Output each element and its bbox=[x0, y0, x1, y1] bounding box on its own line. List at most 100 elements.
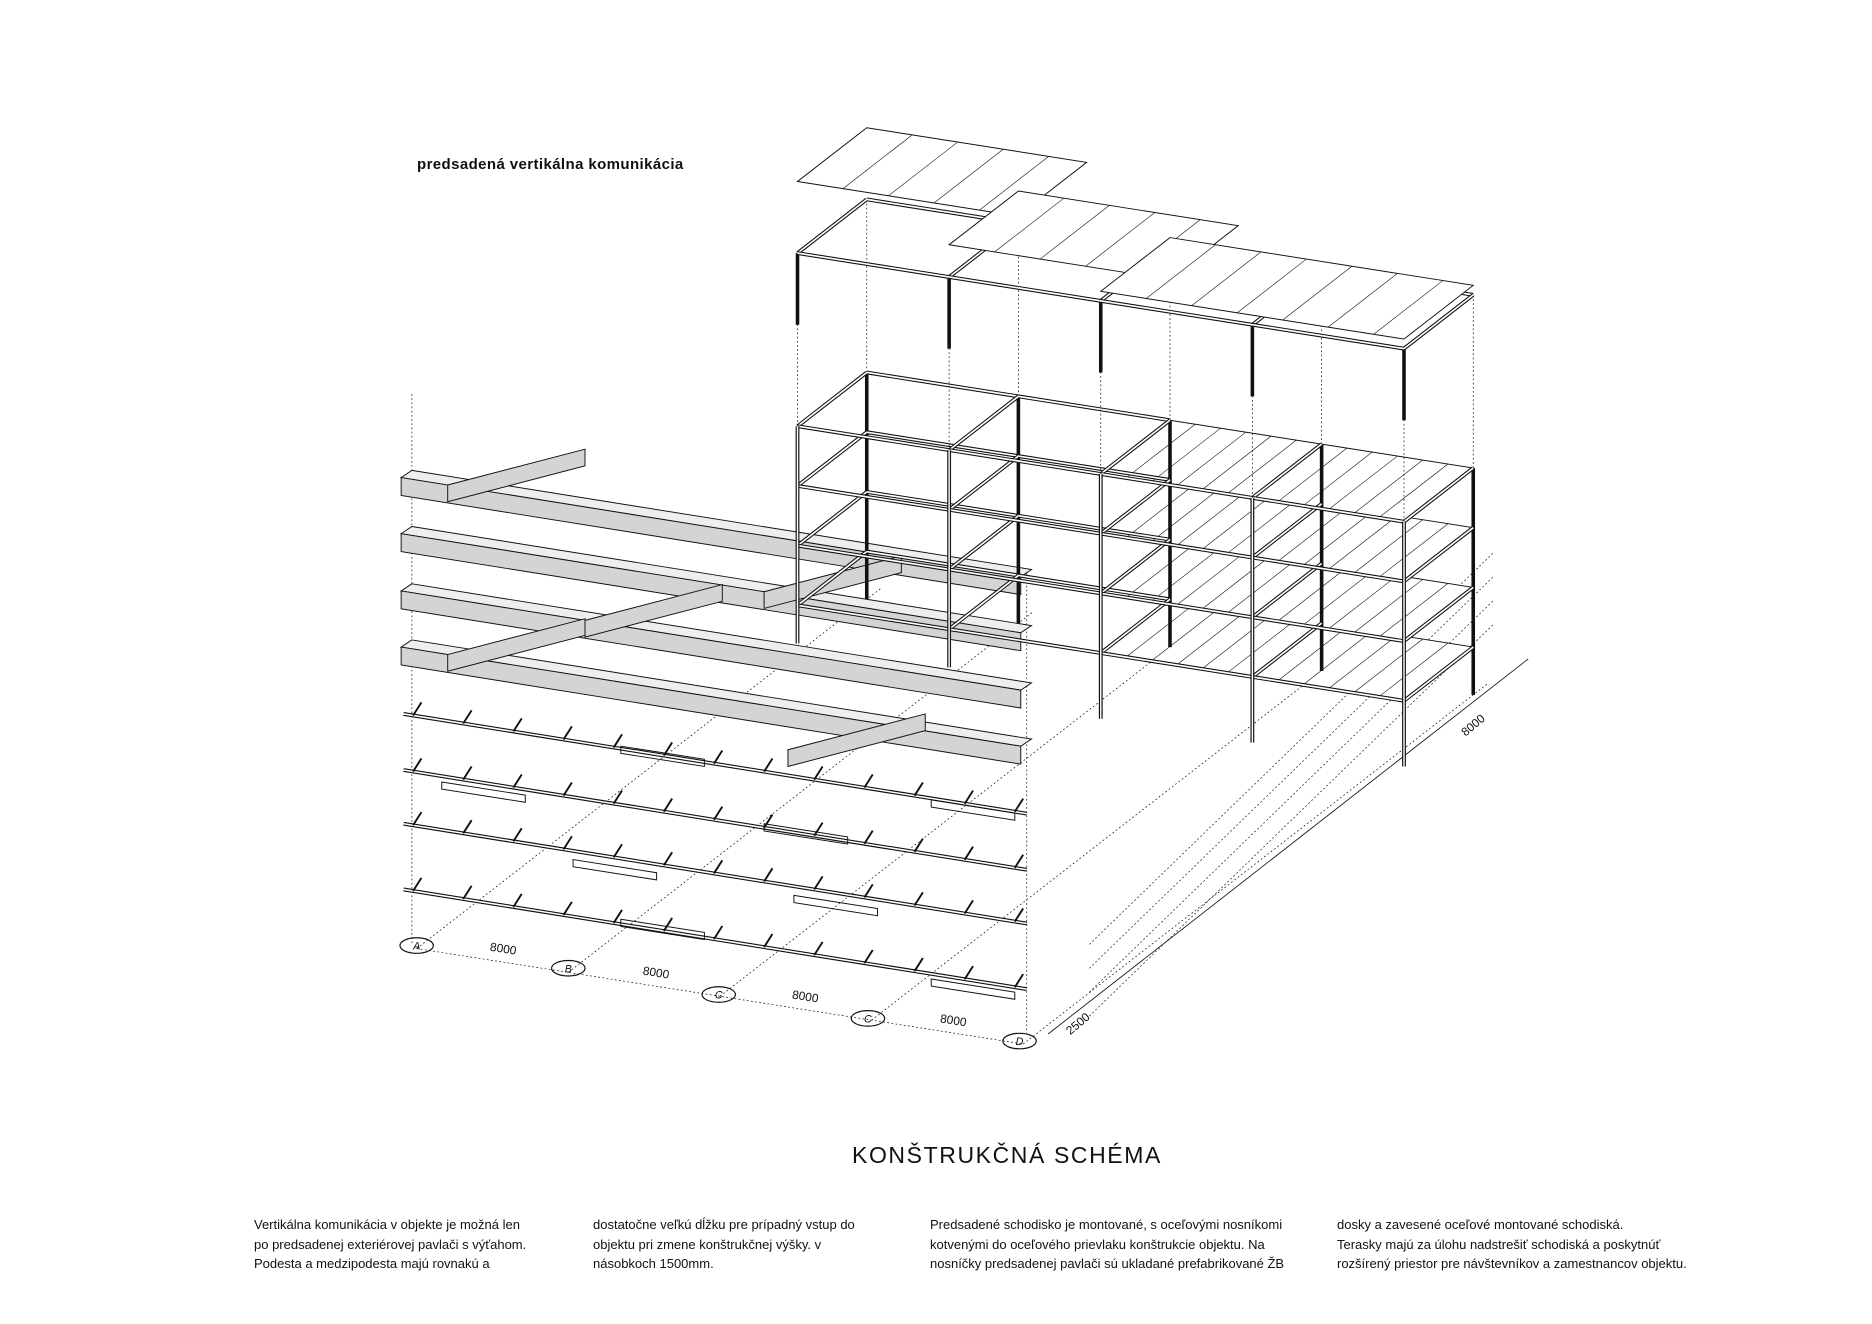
cantilever-beam bbox=[913, 891, 924, 907]
beam-side-inner bbox=[1251, 503, 1323, 559]
roof-plank-joint bbox=[1282, 265, 1353, 321]
slab-plank-joint bbox=[1201, 555, 1272, 610]
text-line: rozšírený priestor pre návštevníkov a za… bbox=[1337, 1256, 1687, 1271]
landing-frame bbox=[441, 781, 526, 803]
cantilever-beam bbox=[462, 709, 473, 724]
grid-axis-b: B bbox=[550, 959, 586, 977]
beam-side-inner bbox=[1100, 598, 1171, 654]
grid-axis-d: D bbox=[1002, 1032, 1037, 1050]
slab-plank-joint bbox=[1378, 642, 1449, 698]
roof-plank-joint bbox=[994, 197, 1065, 253]
slab-plank-joint bbox=[1201, 495, 1272, 550]
walkway-hatched-band bbox=[400, 646, 1022, 765]
cantilever-beam bbox=[713, 749, 724, 765]
cantilever-beam bbox=[813, 822, 824, 837]
ground-grid-lines bbox=[411, 393, 1529, 1045]
landing-frame bbox=[572, 859, 658, 881]
roof-beam-side-inner bbox=[796, 198, 868, 254]
cantilever-beam bbox=[412, 811, 423, 826]
slab-plank-joint bbox=[1328, 515, 1398, 570]
cantilever-beam bbox=[813, 765, 824, 781]
roof-plank-joint bbox=[1039, 205, 1110, 260]
slab-plank-joint bbox=[1125, 543, 1196, 598]
text-line: Predsadené schodisko je montované, s oce… bbox=[930, 1217, 1283, 1232]
text-line: násobkoch 1500mm. bbox=[593, 1256, 714, 1271]
cantilever-beam bbox=[462, 885, 473, 900]
cantilever-beam bbox=[863, 774, 874, 789]
cantilever-beam bbox=[612, 843, 623, 858]
cantilever-beam bbox=[1013, 907, 1024, 923]
cantilever-beam bbox=[662, 917, 673, 932]
text-line: dosky a zavesené oceľové montované schod… bbox=[1337, 1217, 1624, 1232]
cantilever-beam bbox=[1013, 973, 1024, 988]
grid-axis-label: C bbox=[864, 1014, 872, 1026]
text-line: nosníčky predsadenej pavlači sú ukladané… bbox=[930, 1256, 1285, 1271]
building-frame bbox=[795, 127, 1476, 767]
slab-plank-joint bbox=[1302, 451, 1373, 507]
text-line: Podesta a medzipodesta majú rovnakú a bbox=[254, 1256, 490, 1271]
beam-back-inner bbox=[866, 550, 1171, 601]
cantilever-beam bbox=[662, 851, 673, 866]
walkway-hatched-band bbox=[400, 590, 1022, 709]
dimension-b-c: 8000 bbox=[642, 964, 671, 982]
slab-plank-joint bbox=[1277, 626, 1348, 682]
beam-back-inner bbox=[866, 491, 1171, 541]
dimension-a-b: 8000 bbox=[489, 940, 518, 958]
slab-plank-joint bbox=[1125, 483, 1196, 538]
cantilever-beam bbox=[562, 901, 573, 916]
cantilever-beam bbox=[963, 899, 974, 915]
stair-flight bbox=[447, 448, 586, 503]
slab-plank-joint bbox=[1226, 499, 1297, 554]
cantilever-beam bbox=[863, 949, 874, 964]
text-line: Vertikálna komunikácia v objekte je možn… bbox=[254, 1217, 520, 1232]
dimension-gallery-depth: 2500 bbox=[1063, 1010, 1093, 1038]
dimension-c-d: 8000 bbox=[939, 1011, 968, 1029]
slab-plank-joint bbox=[1226, 559, 1297, 614]
text-line: objektu pri zmene konštrukčnej výšky. v bbox=[593, 1236, 822, 1252]
cantilever-beam bbox=[562, 781, 573, 797]
beam-side-inner bbox=[796, 550, 868, 606]
slab-plank-joint bbox=[1277, 567, 1348, 622]
beam-side-inner bbox=[796, 371, 868, 427]
beam-side-inner bbox=[796, 491, 868, 547]
slab-plank-joint bbox=[1176, 611, 1246, 666]
cantilever-beam bbox=[763, 933, 774, 948]
slab-plank-joint bbox=[1328, 634, 1398, 690]
roof-beam-front-inner bbox=[797, 252, 1405, 350]
cantilever-beam bbox=[612, 790, 623, 805]
grid-axis-a: A bbox=[399, 937, 434, 954]
grid-line-depth bbox=[719, 636, 1185, 997]
beam-side-inner bbox=[1403, 467, 1474, 523]
cantilever-beam bbox=[612, 909, 623, 924]
cantilever-beam bbox=[963, 965, 974, 980]
cantilever-beam bbox=[763, 867, 774, 882]
cantilever-beam bbox=[1013, 798, 1024, 813]
stair-flight bbox=[787, 713, 926, 768]
cantilever-beam bbox=[913, 782, 924, 797]
roof-plank-joint bbox=[1085, 212, 1156, 267]
slab-plank-joint bbox=[1328, 575, 1398, 630]
slab-plank-joint bbox=[1378, 583, 1449, 638]
grid-labels: A B C C D 8000 8000 8000 8000 2500 8000 bbox=[399, 711, 1488, 1050]
slab-plank-joint bbox=[1201, 615, 1272, 670]
slab-plank-joint bbox=[1176, 551, 1246, 606]
slab-plank-joint bbox=[1277, 447, 1348, 503]
landing-frame bbox=[620, 745, 705, 768]
dimension-line-depth bbox=[1047, 658, 1529, 1035]
cantilever-beam bbox=[512, 717, 523, 733]
cantilever-beam bbox=[863, 830, 874, 845]
rail-beam-inner bbox=[403, 888, 1027, 990]
external-gallery-and-stairs bbox=[399, 448, 1033, 1000]
slab-plank-joint bbox=[1226, 618, 1297, 674]
beam-side-inner bbox=[948, 574, 1019, 630]
cantilever-beam bbox=[913, 838, 924, 853]
page-title: KONŠTRUKČNÁ SCHÉMA bbox=[852, 1142, 1162, 1168]
text-line: dostatočne veľkú dĺžku pre prípadný vstu… bbox=[593, 1217, 855, 1232]
roof-plank-joint bbox=[842, 134, 913, 189]
roof-plank-joint bbox=[979, 156, 1049, 211]
grid-axis-c1: C bbox=[701, 986, 737, 1003]
slab-plank-joint bbox=[1151, 607, 1221, 662]
dimension-c-c: 8000 bbox=[791, 988, 820, 1006]
text-line: po predsadenej exteriérovej pavlači s vý… bbox=[254, 1236, 527, 1252]
